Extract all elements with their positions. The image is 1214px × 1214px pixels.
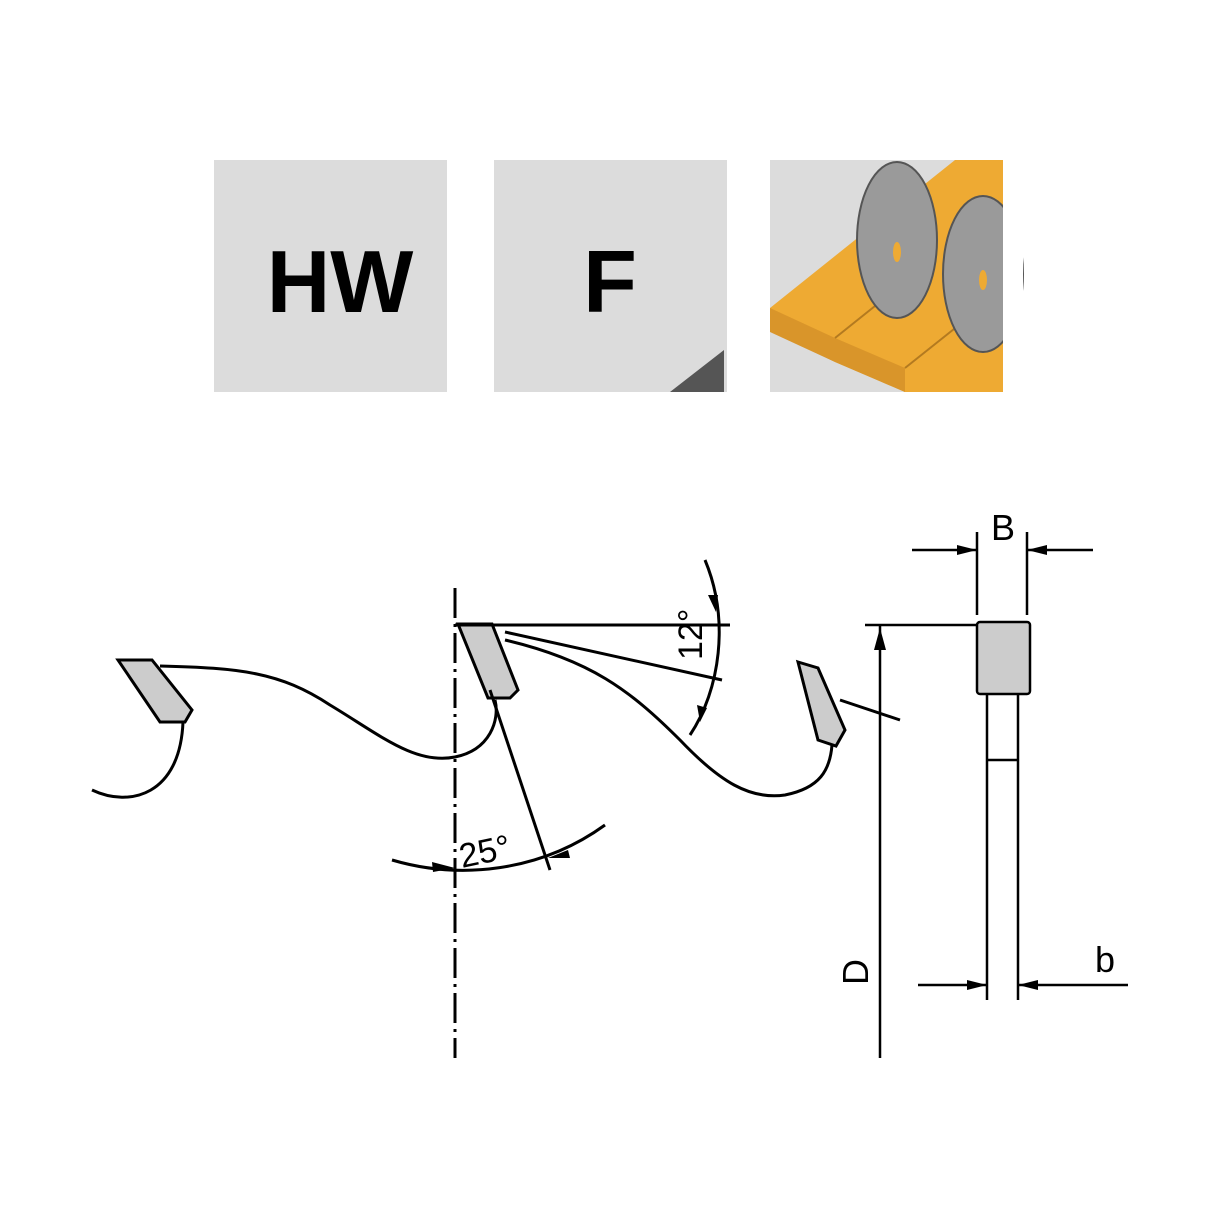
tooth-tip-2 (455, 622, 520, 700)
clearance-line (504, 630, 723, 682)
ripping-saw-blades-on-board-icon (770, 160, 1024, 400)
badge-hw: HW (214, 160, 447, 392)
corner-triangle-icon (670, 350, 724, 392)
clearance-angle-label: 12° (672, 609, 710, 660)
hook-angle-arc (391, 823, 606, 872)
body-thickness-label: b (1095, 939, 1115, 980)
hook-angle-line (488, 689, 552, 871)
gullet-1 (91, 721, 185, 799)
tooth-tip-1 (115, 658, 194, 724)
tooth-3-reference-line (839, 698, 901, 722)
tooth-tip-3 (795, 659, 847, 748)
tooth-geometry-drawing (91, 559, 901, 1058)
blade-side-view (865, 532, 1128, 1058)
diameter-label: D (835, 959, 876, 985)
kerf-width-label: B (991, 507, 1015, 548)
badge-f-label: F (583, 232, 637, 331)
gullet-2 (159, 664, 498, 760)
gullet-3 (504, 638, 834, 798)
hook-angle-label: 25° (456, 828, 514, 876)
badge-f: F (494, 160, 727, 392)
badge-hw-label: HW (267, 232, 414, 331)
dimension-arrowheads (432, 545, 1047, 990)
